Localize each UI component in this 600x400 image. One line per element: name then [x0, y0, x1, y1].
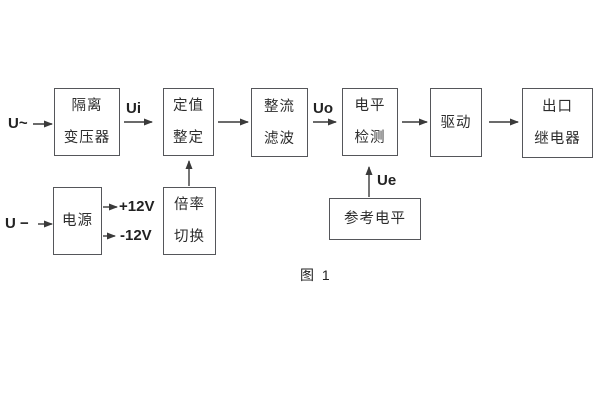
block-isolation-transformer: 隔离 变压器 — [54, 88, 120, 156]
block-label: 电平 — [354, 98, 386, 114]
block-setting-adjust: 定值 整定 — [163, 88, 214, 156]
block-label: 倍率 — [174, 197, 205, 213]
block-label: 滤波 — [264, 130, 295, 147]
signal-label-u-dc: U − — [5, 215, 29, 232]
signal-label-plus12v: +12V — [119, 198, 155, 215]
block-driver: 驱动 — [430, 88, 482, 157]
block-label: 参考电平 — [344, 211, 406, 227]
block-power-supply: 电源 — [53, 187, 102, 255]
block-reference-level: 参考电平 — [329, 198, 421, 240]
signal-label-u-ac: U~ — [8, 115, 28, 132]
block-label: 继电器 — [534, 131, 581, 147]
signal-label-minus12v: -12V — [120, 227, 152, 244]
block-label: 驱动 — [440, 114, 472, 131]
block-label: 出口 — [542, 99, 573, 115]
figure-caption: 图 1 — [300, 267, 332, 283]
block-label: 检测 — [354, 130, 386, 146]
block-label: 变压器 — [63, 130, 111, 146]
block-ratio-switch: 倍率 切换 — [163, 187, 216, 255]
block-label: 定值 — [173, 98, 204, 114]
block-label: 切换 — [174, 229, 205, 245]
block-label: 电源 — [62, 213, 93, 229]
block-output-relay: 出口 继电器 — [522, 88, 593, 158]
block-rectifier-filter: 整流 滤波 — [251, 88, 308, 157]
signal-label-ui: Ui — [126, 100, 141, 117]
signal-label-ue: Ue — [377, 172, 397, 189]
signal-label-uo: Uo — [313, 100, 333, 117]
block-label: 隔离 — [71, 98, 103, 114]
block-label: 整流 — [264, 98, 295, 115]
block-level-detect: 电平 检测 — [342, 88, 398, 156]
block-label: 整定 — [173, 130, 204, 146]
